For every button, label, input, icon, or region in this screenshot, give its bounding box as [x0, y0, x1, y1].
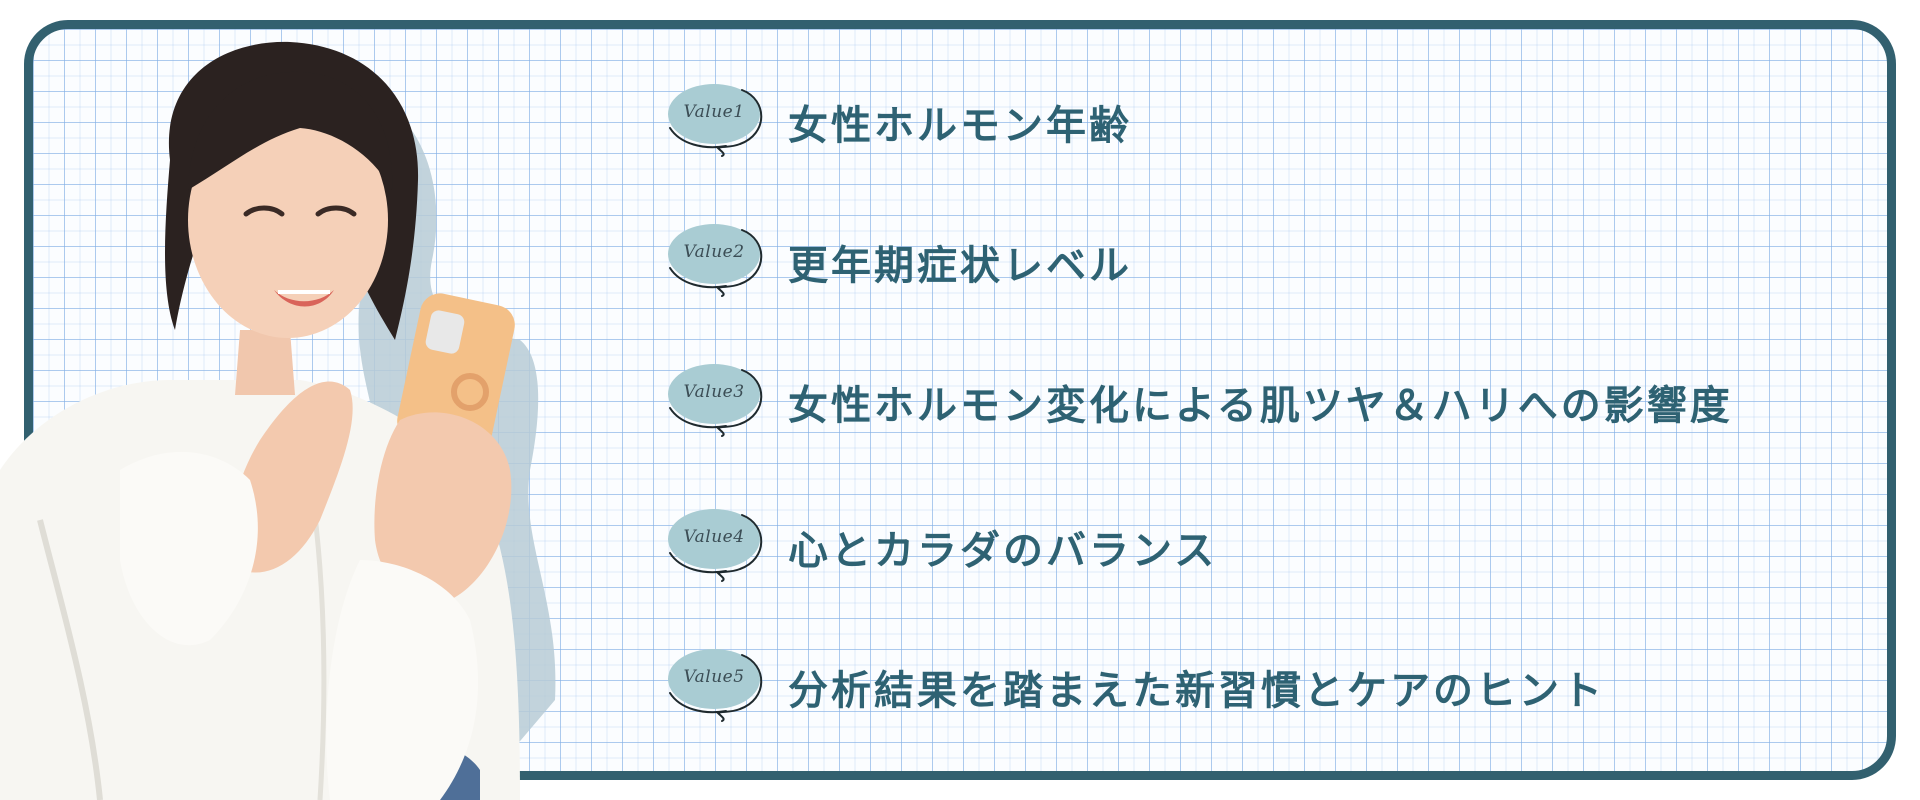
speech-bubble-icon — [668, 509, 763, 582]
value-item-label: 更年期症状レベル — [788, 243, 1132, 289]
value-badge-label: Value2 — [683, 242, 745, 262]
value-badge-label: Value5 — [683, 667, 745, 687]
value-badge: Value1 — [664, 82, 774, 162]
value-badge: Value5 — [664, 647, 774, 727]
speech-bubble-icon — [668, 224, 763, 297]
list-item: Value4 心とカラダのバランス — [664, 507, 1217, 587]
value-item-label: 心とカラダのバランス — [788, 528, 1218, 574]
value-item-label: 女性ホルモン年齢 — [788, 103, 1132, 149]
list-item: Value2 更年期症状レベル — [664, 222, 1132, 302]
value-badge-label: Value3 — [683, 382, 745, 402]
speech-bubble-icon — [668, 649, 763, 722]
speech-bubble-icon — [668, 364, 763, 437]
value-badge: Value3 — [664, 362, 774, 442]
value-item-label: 分析結果を踏まえた新習慣とケアのヒント — [788, 668, 1605, 714]
list-item: Value1 女性ホルモン年齢 — [664, 82, 1132, 162]
value-badge: Value4 — [664, 507, 774, 587]
woman-with-smartphone-photo — [0, 41, 556, 800]
value-badge-label: Value1 — [683, 102, 745, 122]
value-badge: Value2 — [664, 222, 774, 302]
speech-bubble-icon — [668, 84, 763, 157]
list-item: Value5 分析結果を踏まえた新習慣とケアのヒント — [664, 647, 1605, 727]
value-badge-label: Value4 — [683, 527, 745, 547]
list-item: Value3 女性ホルモン変化による肌ツヤ＆ハリへの影響度 — [664, 362, 1733, 442]
value-item-label: 女性ホルモン変化による肌ツヤ＆ハリへの影響度 — [788, 383, 1733, 429]
